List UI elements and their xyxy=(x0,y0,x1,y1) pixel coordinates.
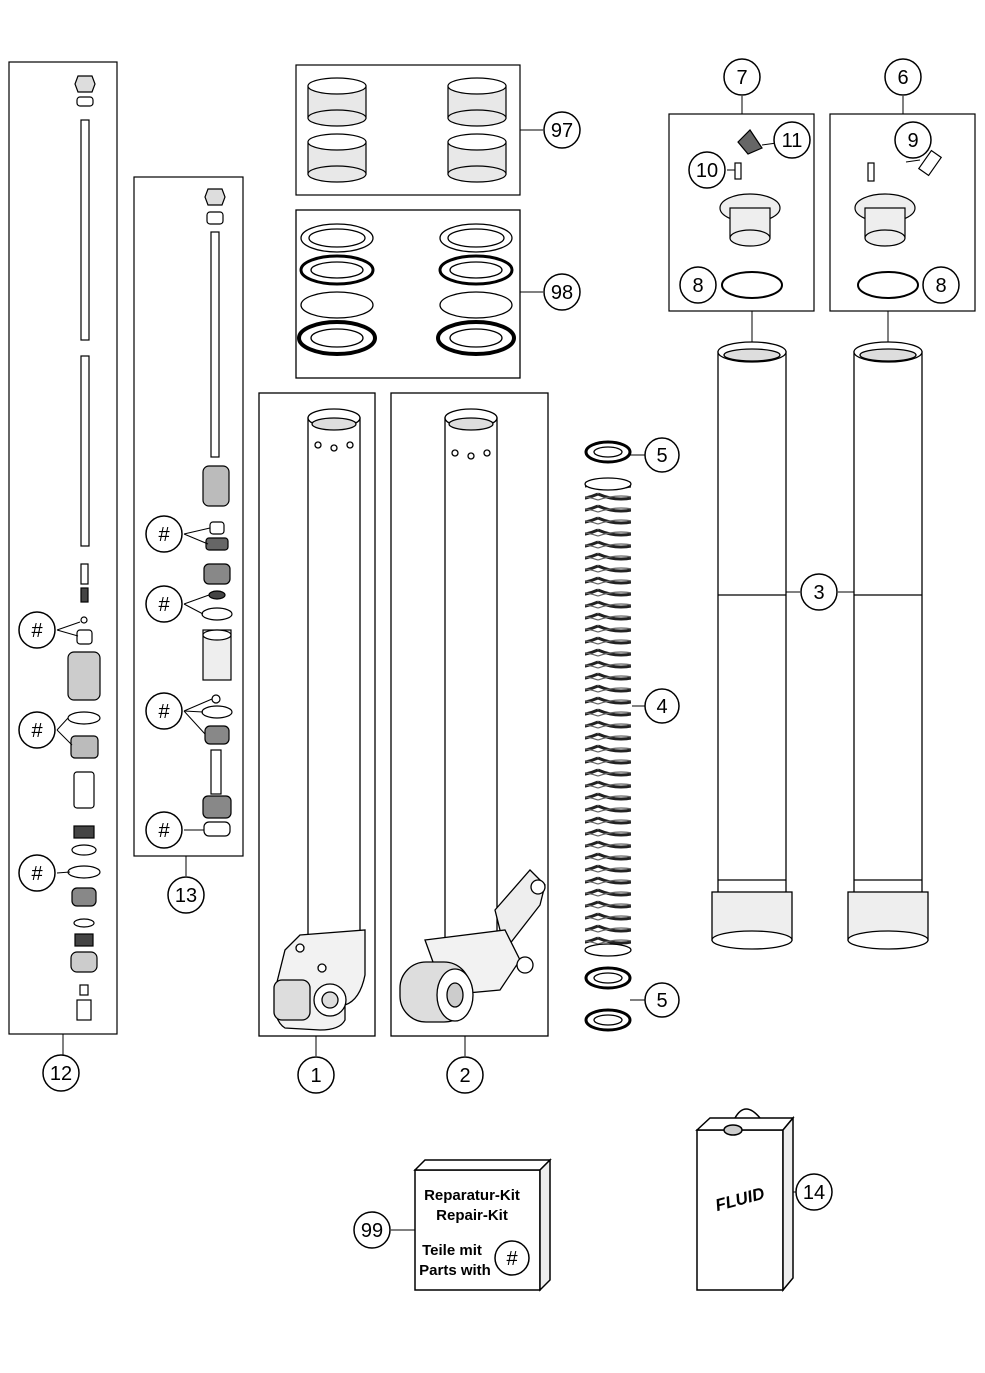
outer-tube-left xyxy=(711,341,793,950)
callout-99[interactable]: 99 xyxy=(353,1211,391,1249)
callout-99-text: 99 xyxy=(361,1220,383,1242)
callout-14[interactable]: 14 xyxy=(795,1173,833,1211)
hash-marker-repair-kit[interactable]: # xyxy=(494,1240,530,1276)
washer-part xyxy=(76,96,94,107)
hash-marker-text: # xyxy=(31,863,43,885)
piston-rod-upper xyxy=(80,119,90,341)
callout-4[interactable]: 4 xyxy=(644,688,680,724)
callout-7-text: 7 xyxy=(736,67,747,89)
callout-8-left[interactable]: 8 xyxy=(679,266,717,304)
callout-10[interactable]: 10 xyxy=(688,151,726,189)
hash-marker-text: # xyxy=(158,701,170,723)
hash-marker-text: # xyxy=(158,594,170,616)
hash-marker-text: # xyxy=(31,720,43,742)
spring-group xyxy=(584,440,632,1032)
fork-leg-2 xyxy=(390,392,549,1037)
hash-marker[interactable]: # xyxy=(18,854,56,892)
callout-8-right-text: 8 xyxy=(935,275,946,297)
nut-part xyxy=(74,75,96,93)
callout-13[interactable]: 13 xyxy=(167,876,205,914)
callout-1[interactable]: 1 xyxy=(297,1056,335,1094)
leader-lines xyxy=(56,96,921,1231)
hash-marker[interactable]: # xyxy=(145,515,183,553)
hash-marker[interactable]: # xyxy=(145,811,183,849)
hash-marker-text: # xyxy=(31,620,43,642)
bushing-part xyxy=(447,133,507,183)
callout-7[interactable]: 7 xyxy=(723,58,761,96)
callout-1-text: 1 xyxy=(310,1065,321,1087)
callout-5-bottom[interactable]: 5 xyxy=(644,982,680,1018)
callout-13-text: 13 xyxy=(175,885,197,907)
hash-marker-text: # xyxy=(158,820,170,842)
outer-tubes-3 xyxy=(711,311,929,950)
repair-kit-box-99: Reparatur-Kit Repair-Kit Teile mit Parts… xyxy=(413,1158,552,1292)
callout-14-text: 14 xyxy=(803,1182,825,1204)
hash-marker[interactable]: # xyxy=(18,611,56,649)
valve-part-9 xyxy=(917,149,943,177)
callout-3[interactable]: 3 xyxy=(800,573,838,611)
cartridge-assembly-12 xyxy=(8,61,118,1035)
callout-10-text: 10 xyxy=(696,160,718,182)
callout-2[interactable]: 2 xyxy=(446,1056,484,1094)
hash-marker-text: # xyxy=(506,1248,518,1270)
callout-12[interactable]: 12 xyxy=(42,1054,80,1092)
callout-6-text: 6 xyxy=(897,67,908,89)
callout-98[interactable]: 98 xyxy=(543,273,581,311)
callout-9[interactable]: 9 xyxy=(894,121,932,159)
group-frame-98 xyxy=(295,209,521,379)
hash-marker-text: # xyxy=(158,524,170,546)
piston-rod-lower xyxy=(80,355,90,547)
seals-group-98 xyxy=(295,209,521,379)
callout-5-bottom-text: 5 xyxy=(656,990,667,1012)
callout-9-text: 9 xyxy=(907,130,918,152)
outer-tube-right xyxy=(847,341,929,950)
piston-rod-13 xyxy=(210,231,220,458)
callout-97[interactable]: 97 xyxy=(543,111,581,149)
callout-8-left-text: 8 xyxy=(692,275,703,297)
bushing-part xyxy=(447,77,507,127)
seal-stack-left xyxy=(297,223,377,356)
callout-8-right[interactable]: 8 xyxy=(922,266,960,304)
bushing-part xyxy=(307,133,367,183)
group-frame-2 xyxy=(390,392,549,1037)
callout-4-text: 4 xyxy=(656,696,667,718)
seal-stack-right xyxy=(436,223,516,356)
repair-kit-line1: Reparatur-Kit xyxy=(424,1187,520,1204)
callout-97-text: 97 xyxy=(551,120,573,142)
valve-body xyxy=(67,651,101,701)
repair-kit-line4: Parts with xyxy=(419,1262,491,1279)
group-frame-12 xyxy=(8,61,118,1035)
group-frame-13 xyxy=(133,176,244,857)
fork-leg-1 xyxy=(258,392,376,1037)
callout-6[interactable]: 6 xyxy=(884,58,922,96)
cartridge-assembly-13 xyxy=(133,176,244,857)
group-frame-1 xyxy=(258,392,376,1037)
callout-12-text: 12 xyxy=(50,1063,72,1085)
top-cap-group-6 xyxy=(829,113,976,312)
repair-kit-line2: Repair-Kit xyxy=(436,1207,508,1224)
repair-kit-line3: Teile mit xyxy=(422,1242,482,1259)
fork-spring xyxy=(585,482,631,952)
top-cap-group-7 xyxy=(668,113,815,312)
o-ring-part-8-left xyxy=(721,271,783,299)
callout-98-text: 98 xyxy=(551,282,573,304)
bushing-part xyxy=(307,77,367,127)
hash-marker[interactable]: # xyxy=(18,711,56,749)
hash-marker[interactable]: # xyxy=(145,585,183,623)
callout-3-text: 3 xyxy=(813,582,824,604)
callout-5-top[interactable]: 5 xyxy=(644,437,680,473)
o-ring-part-8-right xyxy=(857,271,919,299)
callout-2-text: 2 xyxy=(459,1065,470,1087)
hash-marker[interactable]: # xyxy=(145,692,183,730)
callout-11[interactable]: 11 xyxy=(773,121,811,159)
fluid-can-14: FLUID xyxy=(695,1108,795,1293)
adjuster-part-11 xyxy=(737,129,763,155)
callout-11-text: 11 xyxy=(782,130,803,152)
callout-5-top-text: 5 xyxy=(656,445,667,467)
bushings-group-97 xyxy=(295,64,521,196)
